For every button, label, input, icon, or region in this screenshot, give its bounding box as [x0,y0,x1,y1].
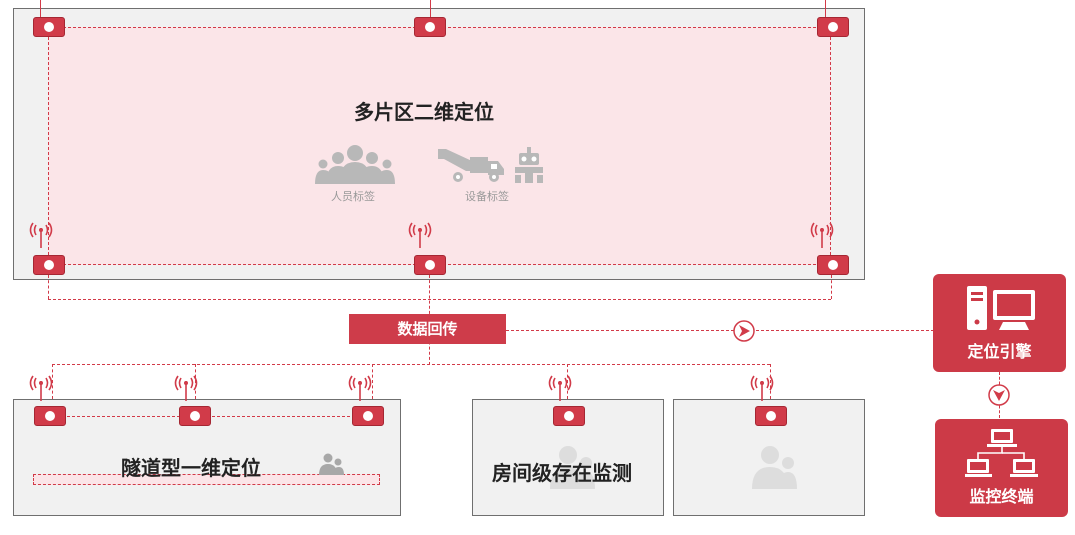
cable [825,0,826,17]
antenna-icon [29,222,53,248]
anchor-room-1 [553,406,585,426]
tunnel-title: 隧道型一维定位 [121,456,261,480]
person-icon [752,446,797,489]
antenna-icon [348,375,372,401]
person-tag-caption: 人员标签 [331,190,375,203]
people-icon [315,145,395,184]
forklift-icon [438,149,504,182]
antenna-icon [408,222,432,248]
device-icon [515,147,543,183]
monitor-terminal[interactable]: 监控终端 [935,419,1068,517]
cable [52,364,770,365]
cable [48,299,831,300]
arrow-right-icon [733,320,755,342]
antenna-icon [548,375,572,401]
computer-icon [967,286,1035,330]
anchor-top-center [414,17,446,37]
antenna-icon [29,375,53,401]
antenna-icon [174,375,198,401]
cable [567,364,568,399]
anchor-room-2 [755,406,787,426]
anchor-tunnel-2 [179,406,211,426]
device-tag-caption: 设备标签 [465,190,509,203]
cable [770,364,771,399]
cable [831,275,832,299]
cable [52,416,370,417]
room-title: 房间级存在监测 [492,461,632,485]
anchor-bottom-right [817,255,849,275]
coverage-area [48,27,831,265]
cable [372,364,373,399]
tunnel-strip [33,474,380,485]
antenna-icon [750,375,774,401]
data-return-bar: 数据回传 [349,314,506,344]
anchor-tunnel-3 [352,406,384,426]
anchor-bottom-left [33,255,65,275]
positioning-engine[interactable]: 定位引擎 [933,274,1066,372]
person-icon [550,446,595,489]
cable [40,0,41,17]
positioning-engine-label: 定位引擎 [967,342,1032,361]
monitor-terminal-label: 监控终端 [969,487,1034,506]
multi-area-title: 多片区二维定位 [354,100,494,124]
cable [48,275,49,299]
cable [430,0,431,17]
anchor-bottom-center [414,255,446,275]
anchor-top-left [33,17,65,37]
people-icon [319,453,344,475]
cable [195,364,196,399]
arrow-down-icon [988,384,1010,406]
antenna-icon [810,222,834,248]
anchor-top-right [817,17,849,37]
cable [506,330,934,331]
anchor-tunnel-1 [34,406,66,426]
cable [52,364,53,399]
network-icon [965,429,1038,477]
